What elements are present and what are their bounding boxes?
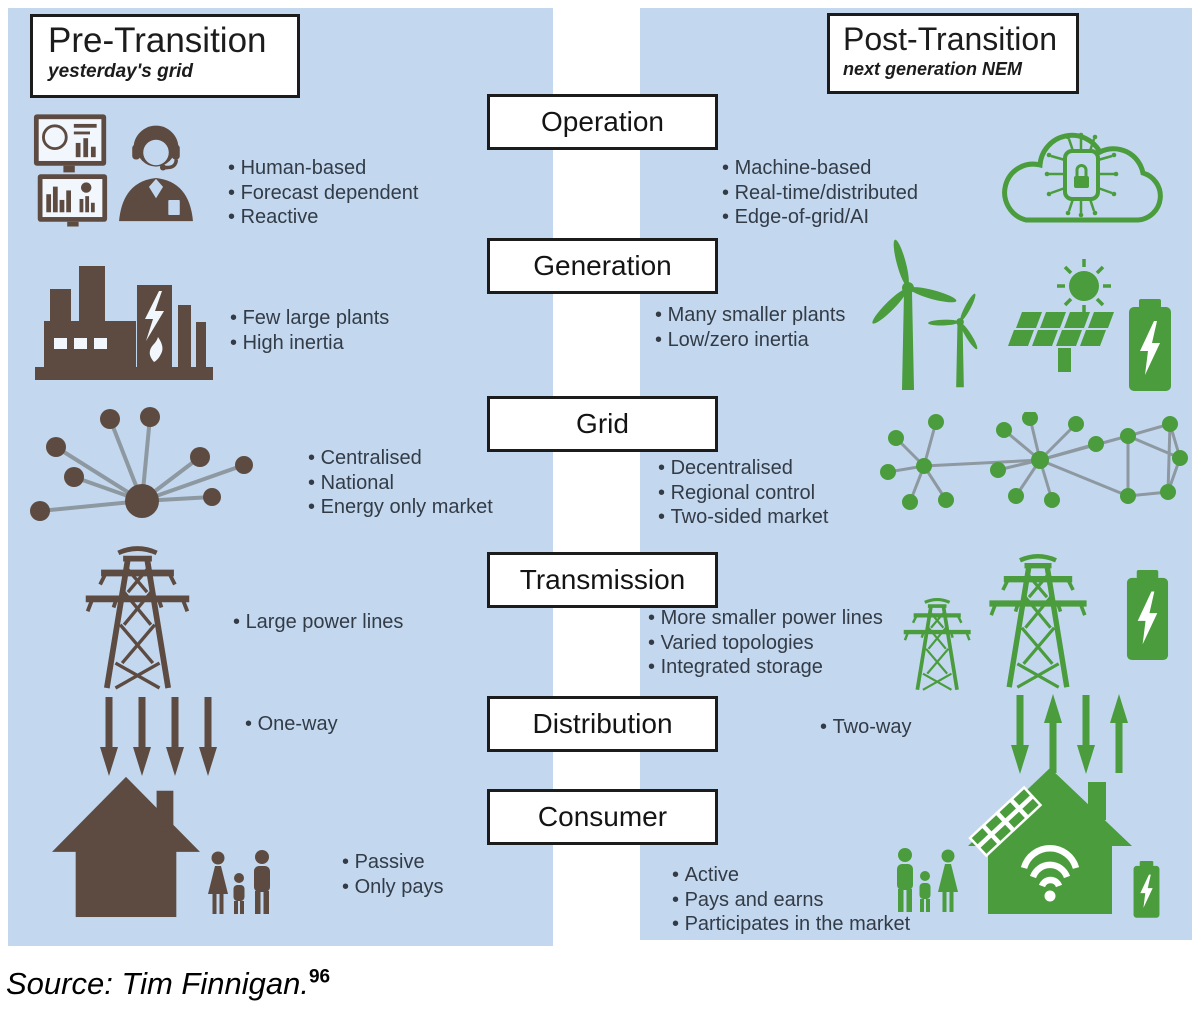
bullet-item: Varied topologies [648,631,883,656]
wind-turbines-icon [851,238,1001,390]
bullet-item: Integrated storage [648,655,883,680]
bullet-item: Reactive [228,205,418,230]
pre-transmission-bullets: Large power lines [233,610,404,635]
bullet-item: Real-time/distributed [722,181,918,206]
post-distribution-bullets: Two-way [820,715,912,740]
hub-spoke-network-icon [30,407,253,521]
post-generation-bullets: Many smaller plants Low/zero inertia [655,303,846,353]
pre-transition-header: Pre-Transition yesterday's grid [30,14,300,98]
power-plant-icon [35,266,213,380]
post-transmission-bullets: More smaller power lines Varied topologi… [648,606,883,680]
bullet-item: Energy only market [308,495,493,520]
stage-label-generation: Generation [487,238,718,294]
pre-grid-bullets: Centralised National Energy only market [308,446,493,520]
transmission-tower-icon [80,546,195,692]
stage-label-operation: Operation [487,94,718,150]
post-subtitle: next generation NEM [843,59,1023,79]
bullet-item: Active [672,863,910,888]
transmission-towers-icon [898,550,1110,692]
bullet-item: National [308,471,493,496]
bullet-item: Centralised [308,446,493,471]
pre-title: Pre-Transition [48,21,267,60]
bullet-item: Few large plants [230,306,390,331]
smart-home-wifi-solar-icon [968,768,1132,914]
bullet-item: Two-sided market [658,505,829,530]
bullet-item: Decentralised [658,456,828,481]
stage-label-consumer: Consumer [487,789,718,845]
source-superscript: 96 [308,966,331,988]
bullet-item: Participates in the market [672,912,911,937]
pre-consumer-bullets: Passive Only pays [342,850,444,899]
bullet-item: One-way [245,712,338,737]
bullet-item: Regional control [658,481,828,506]
bullet-item: Passive [342,850,444,875]
source-text: Source: Tim Finnigan. [6,966,309,1001]
bullet-item: Only pays [342,875,444,900]
pre-operation-bullets: Human-based Forecast dependent Reactive [228,156,419,230]
bullet-item: Large power lines [233,610,404,635]
post-consumer-bullets: Active Pays and earns Participates in th… [672,863,911,937]
pre-distribution-bullets: One-way [245,712,338,737]
post-transition-header: Post-Transition next generation NEM [827,13,1079,94]
cloud-ai-chip-icon [1002,132,1163,223]
bullet-item: Two-way [820,715,912,740]
control-monitors-icon [33,114,108,227]
bullet-item: Many smaller plants [655,303,846,328]
battery-icon [1133,861,1160,918]
battery-icon [1126,570,1169,661]
mesh-network-icon [880,412,1188,510]
stage-label-transmission: Transmission [487,552,718,608]
bullet-item: High inertia [230,331,389,356]
operator-headset-icon [119,125,193,222]
bullet-item: Edge-of-grid/AI [722,205,918,230]
stage-label-distribution: Distribution [487,696,718,752]
bullet-item: Low/zero inertia [655,328,845,353]
bullet-item: More smaller power lines [648,606,883,631]
bullet-item: Human-based [228,156,418,181]
post-title: Post-Transition [843,21,1057,57]
source-note: Source: Tim Finnigan.96 [6,966,330,1002]
family-icon [208,850,270,914]
one-way-arrows-icon [97,694,221,778]
pre-subtitle: yesterday's grid [48,61,193,82]
house-icon [52,776,200,918]
sun-solar-panel-icon [1008,259,1114,372]
post-grid-bullets: Decentralised Regional control Two-sided… [658,456,829,530]
battery-icon [1129,299,1171,391]
bullet-item: Forecast dependent [228,181,419,206]
post-operation-bullets: Machine-based Real-time/distributed Edge… [722,156,918,230]
stage-label-grid: Grid [487,396,718,452]
pre-generation-bullets: Few large plants High inertia [230,306,390,356]
bullet-item: Pays and earns [672,888,910,913]
bullet-item: Machine-based [722,156,918,181]
